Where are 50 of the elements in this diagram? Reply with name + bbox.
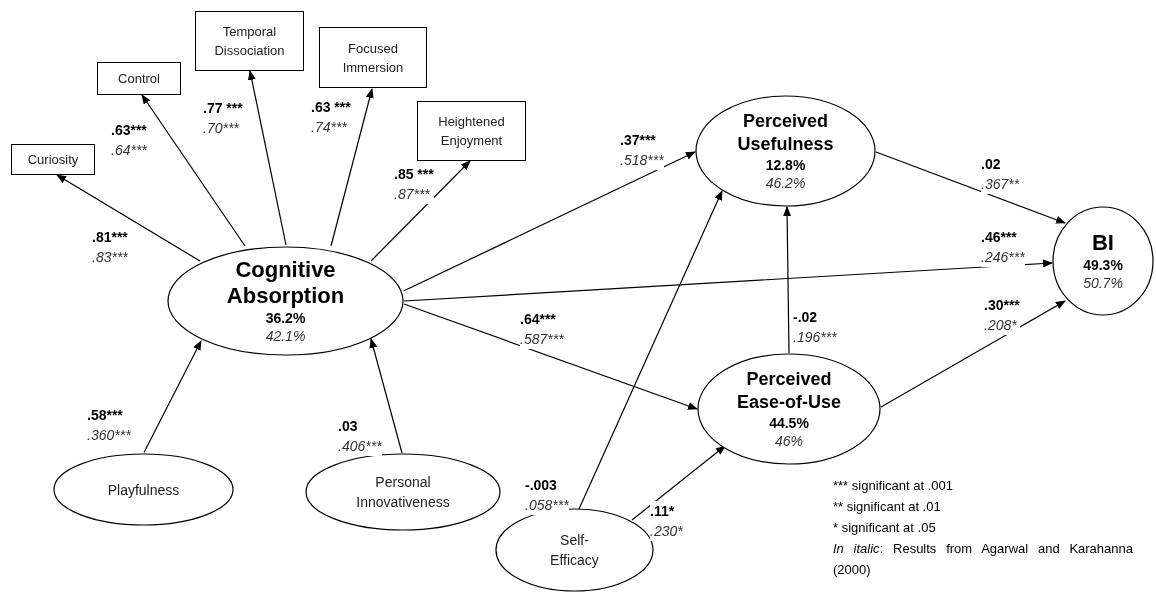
path-arrow bbox=[631, 445, 726, 521]
variance-explained: 49.3% bbox=[1083, 256, 1123, 274]
path-arrow bbox=[875, 151, 1066, 224]
path-arrow bbox=[247, 70, 287, 246]
node-label: Personal Innovativeness bbox=[355, 473, 451, 512]
node-label: Playfulness bbox=[107, 480, 180, 500]
construct-name: Perceived Usefulness bbox=[736, 110, 835, 156]
node-label: Focused Immersion bbox=[341, 39, 405, 77]
construct-ellipse bbox=[695, 95, 876, 207]
prior-variance-explained: 46.2% bbox=[765, 174, 806, 192]
path-arrow bbox=[330, 88, 374, 247]
node-label: Temporal Dissociation bbox=[213, 23, 286, 60]
legend-note: *** significant at .001 bbox=[833, 477, 954, 495]
construct-ellipse bbox=[305, 453, 501, 531]
path-arrow bbox=[880, 300, 1066, 408]
variance-explained: 44.5% bbox=[769, 414, 809, 432]
path-arrow bbox=[578, 190, 723, 510]
path-arrow bbox=[402, 151, 696, 292]
construct-name: Perceived Ease-of-Use bbox=[735, 368, 842, 414]
variance-explained: 12.8% bbox=[765, 156, 806, 174]
legend-note: ** significant at .01 bbox=[833, 498, 942, 516]
indicator-box bbox=[319, 27, 427, 88]
path-arrow bbox=[370, 160, 471, 262]
indicator-box bbox=[195, 11, 304, 71]
path-arrow bbox=[143, 340, 202, 454]
construct-ellipse bbox=[697, 353, 881, 465]
path-arrow bbox=[403, 259, 1053, 302]
node-label: Control bbox=[118, 70, 160, 88]
indicator-box bbox=[97, 62, 181, 95]
path-arrow bbox=[369, 338, 403, 454]
node-label: Curiosity bbox=[27, 151, 79, 169]
indicator-box bbox=[11, 144, 95, 175]
prior-variance-explained: 42.1% bbox=[265, 327, 306, 345]
path-arrow bbox=[783, 206, 792, 354]
construct-name: BI bbox=[1092, 230, 1114, 256]
path-arrow bbox=[56, 174, 201, 262]
path-arrow bbox=[141, 94, 246, 247]
construct-name: Cognitive Absorption bbox=[225, 257, 346, 309]
variance-explained: 36.2% bbox=[265, 309, 306, 327]
construct-ellipse bbox=[167, 246, 404, 356]
legend-note: * significant at .05 bbox=[833, 519, 937, 537]
prior-variance-explained: 46% bbox=[775, 432, 803, 450]
construct-ellipse bbox=[1052, 206, 1154, 316]
prior-variance-explained: 50.7% bbox=[1083, 274, 1123, 292]
node-label: Heightened Enjoyment bbox=[437, 113, 506, 150]
path-arrow bbox=[403, 303, 698, 410]
construct-ellipse bbox=[53, 453, 234, 526]
legend-note: In italic: Results from Agarwal and Karahanna (2000) bbox=[833, 540, 1133, 579]
indicator-box bbox=[417, 101, 526, 161]
node-label: Self-Efficacy bbox=[549, 531, 600, 570]
